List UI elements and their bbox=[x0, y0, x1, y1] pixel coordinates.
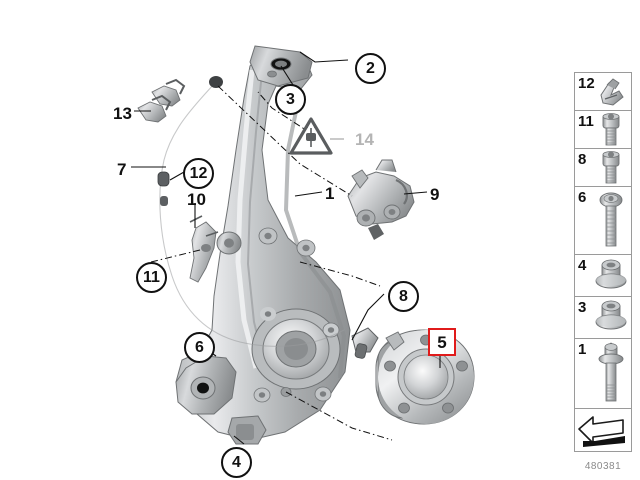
cable-clip-icon bbox=[593, 73, 629, 110]
legend-number-3: 3 bbox=[578, 299, 587, 316]
legend-number-12: 12 bbox=[578, 75, 595, 92]
legend-row-4[interactable]: 4 bbox=[575, 255, 631, 297]
legend-row-direction[interactable] bbox=[575, 409, 631, 451]
callout-4[interactable]: 4 bbox=[221, 447, 252, 478]
callout-13-label: 13 bbox=[113, 104, 132, 123]
callout-4-label: 4 bbox=[232, 453, 241, 471]
callout-14[interactable]: 14 bbox=[355, 131, 374, 148]
legend-row-6[interactable]: 6 bbox=[575, 187, 631, 255]
callout-6[interactable]: 6 bbox=[184, 332, 215, 363]
callout-12[interactable]: 12 bbox=[183, 158, 214, 189]
callout-8[interactable]: 8 bbox=[388, 281, 419, 312]
flange-nut-icon bbox=[593, 255, 629, 296]
wheel-hub-bearing bbox=[375, 329, 475, 425]
long-flange-bolt-icon bbox=[593, 187, 629, 254]
callout-7[interactable]: 7 bbox=[117, 161, 126, 178]
legend-number-8: 8 bbox=[578, 151, 587, 168]
callout-11[interactable]: 11 bbox=[136, 262, 167, 293]
callout-10-label: 10 bbox=[187, 190, 206, 209]
abs-pulse-sensor bbox=[351, 327, 379, 359]
electrical-warning-icon bbox=[289, 117, 333, 155]
cable-clip-pair bbox=[137, 78, 186, 123]
callout-3-label: 3 bbox=[286, 90, 295, 108]
callout-1-label: 1 bbox=[325, 184, 335, 203]
legend-row-11[interactable]: 11 bbox=[575, 111, 631, 149]
direction-arrow-icon bbox=[575, 409, 631, 451]
abs-sensor-cable bbox=[157, 76, 345, 347]
legend-row-8[interactable]: 8 bbox=[575, 149, 631, 187]
callout-2[interactable]: 2 bbox=[355, 53, 386, 84]
callout-13[interactable]: 13 bbox=[113, 105, 132, 122]
callout-1[interactable]: 1 bbox=[325, 185, 334, 202]
part-number-caption: 480381 bbox=[584, 461, 622, 472]
legend-number-1: 1 bbox=[578, 341, 587, 358]
callout-5-label: 5 bbox=[437, 332, 447, 352]
callout-5-selected[interactable]: 5 bbox=[428, 328, 456, 356]
flange-nut-icon bbox=[593, 297, 629, 338]
caliper-carrier-bracket bbox=[347, 159, 415, 240]
callout-7-label: 7 bbox=[117, 160, 127, 179]
callout-2-label: 2 bbox=[366, 59, 375, 77]
leader-lines bbox=[131, 51, 441, 445]
legend-row-3[interactable]: 3 bbox=[575, 297, 631, 339]
legend-number-4: 4 bbox=[578, 257, 587, 274]
socket-head-bolt-icon bbox=[593, 149, 629, 186]
callout-14-label: 14 bbox=[355, 130, 374, 149]
legend-panel: 12 11 8 bbox=[574, 72, 632, 452]
callout-8-label: 8 bbox=[399, 287, 408, 305]
legend-number-11: 11 bbox=[578, 113, 594, 130]
callout-9[interactable]: 9 bbox=[430, 186, 439, 203]
callout-9-label: 9 bbox=[430, 185, 440, 204]
callout-11-label: 11 bbox=[143, 268, 160, 286]
long-hex-bolt-icon bbox=[593, 339, 629, 408]
callout-12-label: 12 bbox=[189, 164, 208, 182]
cable-bracket bbox=[189, 215, 219, 283]
callout-3[interactable]: 3 bbox=[275, 84, 306, 115]
callout-10[interactable]: 10 bbox=[187, 191, 206, 208]
socket-head-bolt-icon bbox=[593, 111, 629, 148]
legend-row-12[interactable]: 12 bbox=[575, 73, 631, 111]
legend-row-1[interactable]: 1 bbox=[575, 339, 631, 409]
legend-number-6: 6 bbox=[578, 189, 587, 206]
callout-6-label: 6 bbox=[195, 338, 204, 356]
